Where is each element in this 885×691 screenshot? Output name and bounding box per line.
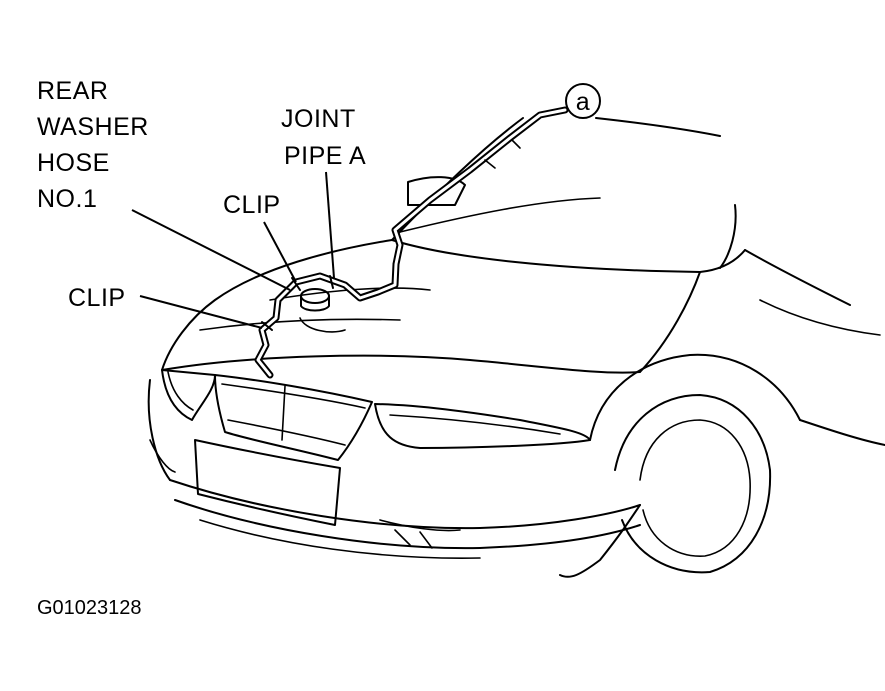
label-rear-washer-hose: REAR WASHER HOSE NO.1	[37, 77, 149, 213]
leader-rear-washer-hose	[131, 209, 291, 291]
label-clip-lower: CLIP	[68, 284, 126, 312]
svg-text:HOSE: HOSE	[37, 149, 110, 177]
svg-text:JOINT: JOINT	[281, 105, 356, 133]
svg-text:WASHER: WASHER	[37, 113, 149, 141]
svg-text:NO.1: NO.1	[37, 185, 97, 213]
leader-clip-upper	[263, 221, 297, 283]
callout-letter: a	[576, 88, 590, 116]
washer-tank-cap	[299, 288, 346, 333]
rear-washer-hose-line	[254, 106, 569, 379]
callout-circle-a: a	[565, 83, 601, 119]
leader-lines	[131, 171, 335, 329]
leader-clip-lower	[139, 295, 263, 329]
leader-joint-pipe	[325, 171, 335, 279]
svg-text:REAR: REAR	[37, 77, 108, 105]
figure-code: G01023128	[37, 597, 142, 619]
label-clip-upper: CLIP	[223, 191, 281, 219]
car-body-outline	[147, 117, 885, 578]
label-joint-pipe-a: JOINT PIPE A	[281, 105, 366, 170]
svg-text:PIPE A: PIPE A	[284, 142, 366, 170]
